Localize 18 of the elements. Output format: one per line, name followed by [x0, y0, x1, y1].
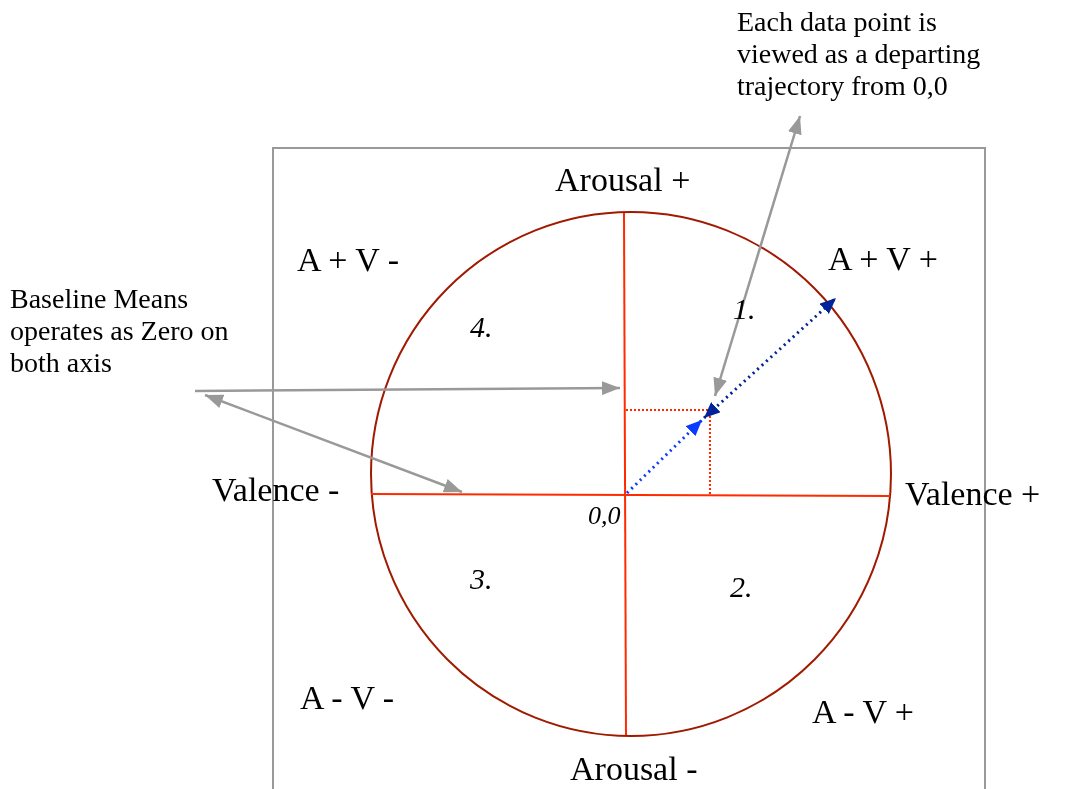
quadrant-number: 1. — [733, 291, 756, 327]
leader-arrow — [713, 115, 802, 397]
quadrant-number: 3. — [470, 561, 493, 597]
quadrant-number: 2. — [730, 569, 753, 605]
quadrant-label: A - V + — [812, 693, 914, 731]
leader-arrow — [204, 393, 463, 494]
annotation-text: Baseline Means operates as Zero on both axis — [10, 283, 265, 379]
axis-label: Arousal + — [555, 161, 691, 199]
quadrant-label: A - V - — [300, 679, 395, 717]
quadrant-label: A + V - — [297, 241, 399, 279]
leader-arrow — [195, 381, 620, 396]
quadrant-label: A + V + — [828, 240, 938, 278]
axis-label: Valence + — [905, 475, 1041, 513]
origin-label: 0,0 — [588, 500, 621, 532]
axis-label: Valence - — [212, 471, 340, 509]
annotation-text: Each data point is viewed as a departing trajectory from 0,0 — [737, 6, 1015, 102]
quadrant-number: 4. — [470, 309, 493, 345]
axis-label: Arousal - — [570, 750, 698, 788]
